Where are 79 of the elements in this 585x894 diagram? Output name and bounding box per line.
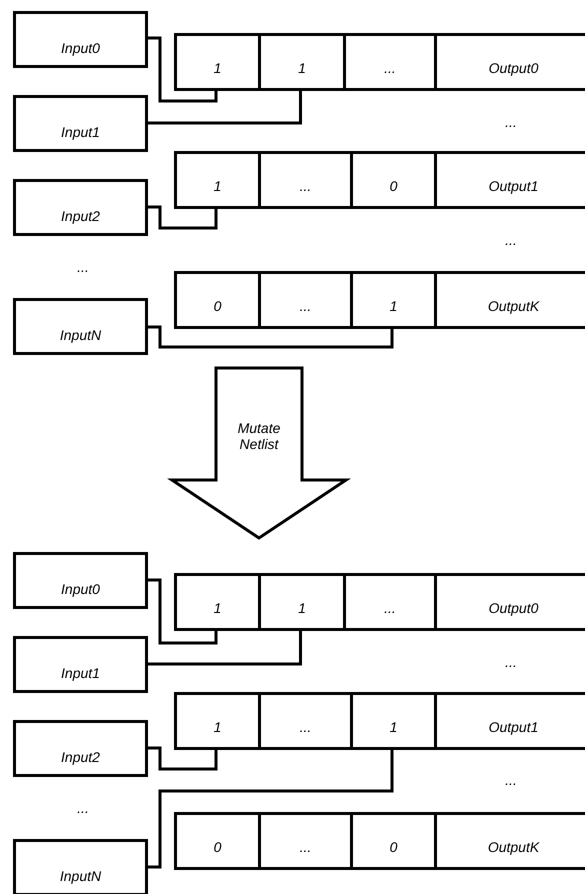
wire xyxy=(148,91,302,124)
node-label: 0 xyxy=(390,839,398,855)
node-label: ... xyxy=(300,178,312,194)
table-cell xyxy=(343,573,437,631)
table-cell xyxy=(350,692,437,750)
node-label: ... xyxy=(300,719,312,735)
wire xyxy=(148,326,394,348)
table-cell xyxy=(174,33,261,91)
node-label: OutputK xyxy=(488,839,540,855)
table-cell xyxy=(258,573,346,631)
node-label: ... xyxy=(300,839,312,855)
ellipsis: ... xyxy=(505,772,517,788)
node-label: InputN xyxy=(60,327,102,343)
table-cell xyxy=(350,151,437,209)
ellipsis: ... xyxy=(505,232,517,248)
node-label: InputN xyxy=(60,868,102,884)
table-cell xyxy=(434,33,585,91)
input-box xyxy=(13,636,148,693)
node-label: 0 xyxy=(214,839,222,855)
node-label: Input2 xyxy=(61,208,100,224)
table-cell xyxy=(434,692,585,750)
table-cell xyxy=(174,573,261,631)
node-label: OutputK xyxy=(488,298,540,314)
ellipsis: ... xyxy=(77,259,89,275)
node-label: Input0 xyxy=(61,40,100,56)
node-label: Output1 xyxy=(488,719,538,735)
table-cell xyxy=(350,812,437,870)
wire xyxy=(148,746,218,770)
table-cell xyxy=(174,151,261,209)
node-label: ... xyxy=(384,60,396,76)
table-cell xyxy=(258,692,353,750)
table-cell xyxy=(258,151,353,209)
node-label: Output0 xyxy=(488,600,538,616)
wire xyxy=(148,36,218,102)
wire xyxy=(148,750,394,868)
table-cell xyxy=(434,812,585,870)
arrow-label: Mutate Netlist xyxy=(236,420,282,452)
node-label: Output0 xyxy=(488,60,538,76)
node-label: 1 xyxy=(390,719,398,735)
ellipsis: ... xyxy=(77,800,89,816)
table-cell xyxy=(174,271,261,329)
table-cell xyxy=(258,271,353,329)
node-label: Input1 xyxy=(61,124,100,140)
node-label: 1 xyxy=(214,60,222,76)
input-box xyxy=(13,839,148,894)
node-label: Input0 xyxy=(61,581,100,597)
node-label: 1 xyxy=(298,600,306,616)
table-cell xyxy=(174,812,261,870)
table-cell xyxy=(350,271,437,329)
ellipsis: ... xyxy=(505,114,517,130)
wire xyxy=(148,206,218,230)
table-cell xyxy=(434,573,585,631)
table-cell xyxy=(174,692,261,750)
input-box xyxy=(13,179,148,236)
node-label: 0 xyxy=(390,178,398,194)
table-cell xyxy=(343,33,437,91)
input-box xyxy=(13,95,148,152)
node-label: 1 xyxy=(390,298,398,314)
node-label: 1 xyxy=(214,178,222,194)
node-label: 1 xyxy=(298,60,306,76)
input-box xyxy=(13,552,148,609)
table-cell xyxy=(258,33,346,91)
table-cell xyxy=(258,812,353,870)
node-label: ... xyxy=(300,298,312,314)
node-label: ... xyxy=(384,600,396,616)
node-label: Output1 xyxy=(488,178,538,194)
table-cell xyxy=(434,151,585,209)
input-box xyxy=(13,11,148,68)
ellipsis: ... xyxy=(505,654,517,670)
wire xyxy=(148,578,218,644)
table-cell xyxy=(434,271,585,329)
node-label: 0 xyxy=(214,298,222,314)
node-label: 1 xyxy=(214,600,222,616)
wire xyxy=(148,631,302,666)
input-box xyxy=(13,720,148,777)
input-box xyxy=(13,298,148,355)
node-label: Input2 xyxy=(61,749,100,765)
node-label: 1 xyxy=(214,719,222,735)
node-label: Input1 xyxy=(61,665,100,681)
